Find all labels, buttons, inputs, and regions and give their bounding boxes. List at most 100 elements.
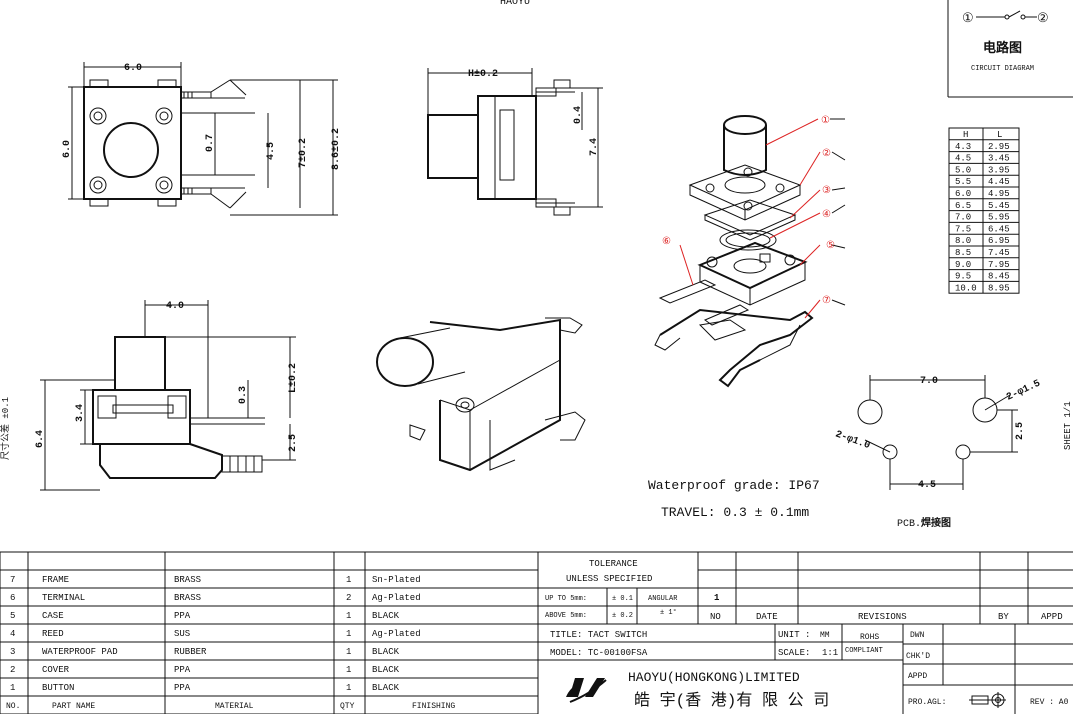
iso-body xyxy=(429,318,561,472)
company-name-en: HAOYU(HONGKONG)LIMITED xyxy=(628,670,800,685)
height-table-cell-l: 3.95 xyxy=(988,165,1010,175)
unit-value: MM xyxy=(820,631,830,640)
height-table-cell-h: 6.5 xyxy=(955,201,971,211)
height-table-cell-l: 7.95 xyxy=(988,260,1010,270)
part-number: 4 xyxy=(10,629,15,639)
scale-label: SCALE: xyxy=(778,648,810,658)
drawing-title: TITLE: TACT SWITCH xyxy=(550,630,647,640)
part-number: 5 xyxy=(10,611,15,621)
part-material: RUBBER xyxy=(174,647,207,657)
callout-3: ③ xyxy=(822,185,831,197)
part-material: BRASS xyxy=(174,575,201,585)
iso-button xyxy=(376,337,434,387)
rohs-label: ROHS xyxy=(860,633,879,642)
height-table-cell-l: 5.95 xyxy=(988,213,1010,223)
exploded-callouts: ① ② ③ ④ ⑤ ⑥ ⑦ xyxy=(662,115,846,319)
unit-label: UNIT : xyxy=(778,630,810,640)
height-table-cell-h: 5.0 xyxy=(955,165,971,175)
height-table-cell-l: 6.45 xyxy=(988,224,1010,234)
front-view-button xyxy=(114,336,166,391)
height-table-cell-l: 6.95 xyxy=(988,236,1010,246)
exploded-frame xyxy=(659,308,814,388)
part-name: FRAME xyxy=(42,575,69,585)
height-table-cell-l: 8.45 xyxy=(988,272,1010,282)
dim-top-07: 0.7 xyxy=(205,134,216,152)
side-note-right: SHEET 1/1 xyxy=(1063,401,1073,450)
drawing-model: MODEL: TC-00100FSA xyxy=(550,648,648,658)
pcb-label: PCB. xyxy=(897,519,921,530)
height-table-cell-h: 4.5 xyxy=(955,154,971,164)
part-number: 2 xyxy=(10,665,15,675)
parts-header-name: PART NAME xyxy=(52,702,95,711)
front-view-body xyxy=(92,389,191,445)
dim-side-74: 7.4 xyxy=(589,138,600,156)
part-qty: 1 xyxy=(346,665,351,675)
part-finishing: Ag-Plated xyxy=(372,629,421,639)
tolerance-above-value: ± 0.2 xyxy=(612,612,633,620)
rev-no-header: NO xyxy=(710,612,721,622)
rohs-compliant: COMPLIANT xyxy=(845,647,883,655)
chkd-label: CHK'D xyxy=(906,652,930,661)
dim-side-h: H±0.2 xyxy=(468,69,498,80)
part-name: WATERPROOF PAD xyxy=(42,647,118,657)
part-qty: 1 xyxy=(346,575,351,585)
exploded-terminal xyxy=(658,279,717,304)
part-name: BUTTON xyxy=(42,683,74,693)
height-table-cell-l: 3.45 xyxy=(988,154,1010,164)
top-view-body xyxy=(83,86,182,200)
travel-spec: TRAVEL: 0.3 ± 0.1mm xyxy=(661,505,809,520)
callout-7: ⑦ xyxy=(822,295,831,307)
side-view-body xyxy=(477,95,537,200)
company-logo xyxy=(566,678,607,703)
dwn-label: DWN xyxy=(910,631,925,640)
isometric-view xyxy=(376,317,586,472)
dim-pcb-10: 2-φ1.0 xyxy=(834,429,872,452)
side-note-left: 尺寸公差 ±0.1 xyxy=(0,397,11,460)
dim-pcb-15: 2-φ1.5 xyxy=(1005,378,1042,403)
revision-mark: 1 xyxy=(714,593,720,603)
header-text: HAOYU xyxy=(500,0,530,8)
height-table-cell-h: 8.0 xyxy=(955,236,971,246)
circuit-pin-2: ② xyxy=(1037,11,1049,26)
rev-date-header: DATE xyxy=(756,612,778,622)
part-name: CASE xyxy=(42,611,64,621)
top-view-posts xyxy=(89,107,173,194)
part-qty: 1 xyxy=(346,647,351,657)
height-table-cell-l: 4.45 xyxy=(988,177,1010,187)
height-table-cell-h: 9.0 xyxy=(955,260,971,270)
pcb-hole-small xyxy=(955,444,971,460)
height-table-cell-h: 4.3 xyxy=(955,142,971,152)
part-qty: 1 xyxy=(346,683,351,693)
dim-front-4: 4.0 xyxy=(166,301,184,312)
height-table-cell-h: 7.0 xyxy=(955,213,971,223)
part-number: 1 xyxy=(10,683,15,693)
dim-pcb-45: 4.5 xyxy=(918,480,936,491)
title-block: TOLERANCE UNLESS SPECIFIED UP TO 5mm: ± … xyxy=(537,551,1073,714)
rev-by-header: BY xyxy=(998,612,1009,622)
callout-2: ② xyxy=(822,148,831,160)
height-table-cell-h: 8.5 xyxy=(955,248,971,258)
side-view-button xyxy=(427,114,479,179)
front-view: 4.0 0.3 L±0.2 3.4 6.4 2.5 xyxy=(35,300,299,491)
part-name: COVER xyxy=(42,665,70,675)
part-material: BRASS xyxy=(174,593,201,603)
part-finishing: Sn-Plated xyxy=(372,575,421,585)
part-material: SUS xyxy=(174,629,190,639)
dim-top-7: 7±0.2 xyxy=(298,138,309,168)
part-finishing: Ag-Plated xyxy=(372,593,421,603)
part-number: 6 xyxy=(10,593,15,603)
height-table-cell-l: 5.45 xyxy=(988,201,1010,211)
circuit-pin-1: ① xyxy=(962,11,974,26)
dim-top-45: 4.5 xyxy=(266,142,277,160)
part-name: REED xyxy=(42,629,64,639)
part-material: PPA xyxy=(174,683,191,693)
callout-5: ⑤ xyxy=(826,240,835,252)
part-finishing: BLACK xyxy=(372,647,400,657)
tolerance-up-to: UP TO 5mm: xyxy=(545,595,587,603)
tolerance-unless: UNLESS SPECIFIED xyxy=(566,574,652,584)
circuit-title-cn: 电路图 xyxy=(983,40,1022,56)
side-view: H±0.2 0.4 7.4 xyxy=(427,68,603,216)
top-view-button xyxy=(103,122,159,178)
height-table-cell-l: 2.95 xyxy=(988,142,1010,152)
parts-header-finishing: FINISHING xyxy=(412,702,455,711)
